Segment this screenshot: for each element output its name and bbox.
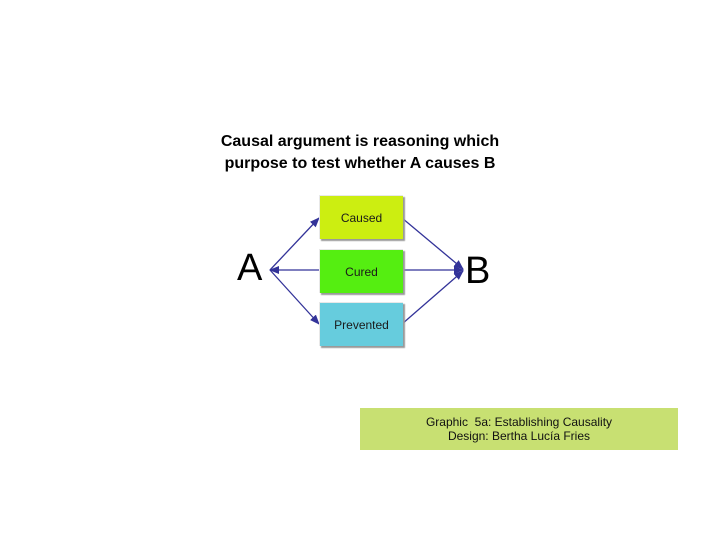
arrow-a-to-caused xyxy=(269,217,320,271)
caption-line-1: Graphic 5a: Establishing Causality xyxy=(425,415,613,429)
title-line-2: purpose to test whether A causes B xyxy=(224,155,496,172)
arrow-caused-to-b xyxy=(401,217,464,270)
box-prevented-label: Prevented xyxy=(334,317,389,332)
box-caused-label: Caused xyxy=(340,210,383,225)
caption-line-2: Design: Bertha Lucía Fries xyxy=(447,429,591,443)
caption-box: Graphic 5a: Establishing Causality Desig… xyxy=(360,408,678,450)
box-cured-label: Cured xyxy=(345,264,378,279)
node-b: B xyxy=(465,250,491,292)
diagram-title: Causal argument is reasoning which purpo… xyxy=(160,131,560,175)
node-a: A xyxy=(237,247,263,289)
arrow-a-to-prevented xyxy=(269,269,320,325)
arrow-prevented-to-b xyxy=(401,270,464,325)
title-line-1: Causal argument is reasoning which xyxy=(220,133,500,150)
box-prevented: Prevented xyxy=(319,302,403,346)
box-cured: Cured xyxy=(319,249,403,293)
box-caused: Caused xyxy=(319,195,403,239)
